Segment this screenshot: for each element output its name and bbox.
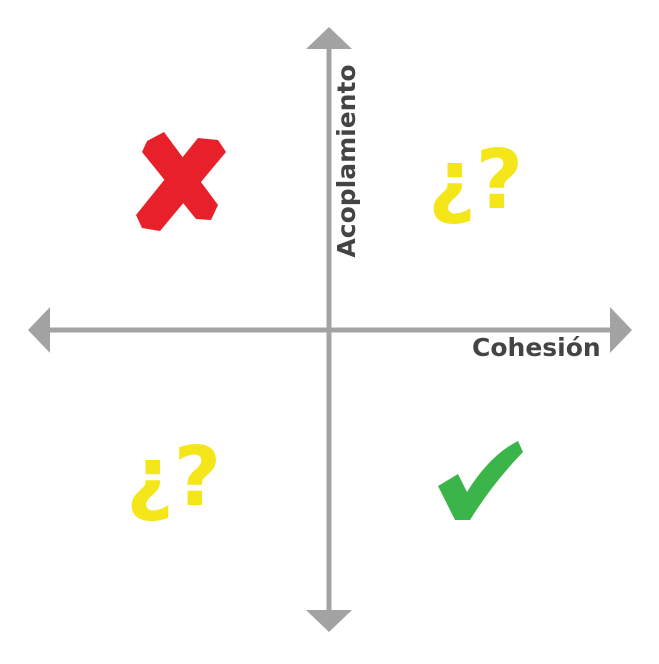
x-axis-label: Cohesión [472,333,601,362]
x-axis-left-arrow [28,307,50,353]
y-axis-label: Acoplamiento [332,64,361,258]
y-axis-bottom-arrow [306,610,352,632]
question-icon-top-right: ¿? [428,133,524,228]
x-axis-right-arrow [610,307,632,353]
check-icon [438,441,523,520]
question-icon-bottom-left: ¿? [126,430,222,525]
cross-icon [136,132,226,231]
y-axis-top-arrow [306,27,352,49]
